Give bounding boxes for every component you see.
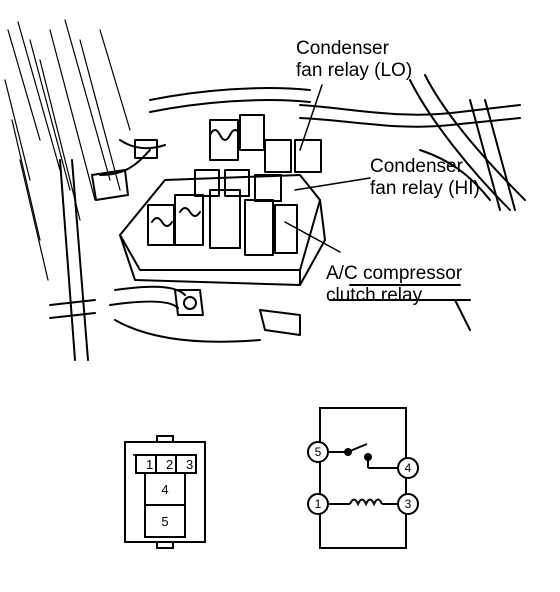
pin-5-label: 5 <box>315 445 322 459</box>
connector-cell-3: 3 <box>186 457 193 472</box>
leader-condenser-hi <box>294 177 371 191</box>
label-condenser-lo: Condenser fan relay (LO) <box>296 38 413 81</box>
connector-cell-4: 4 <box>161 482 168 497</box>
pin-3-circle <box>397 493 419 515</box>
label-ac-clutch: A/C compressor clutch relay <box>326 263 463 306</box>
leader-ac-clutch <box>284 221 341 253</box>
relay-schematic: 5 4 1 3 <box>307 407 419 549</box>
pin-5-circle <box>307 441 329 463</box>
relay-connector: 1 2 3 4 5 <box>124 435 206 549</box>
coil-icon <box>349 498 383 507</box>
left-pipe <box>59 159 76 361</box>
connector-cell-2: 2 <box>166 457 173 472</box>
pin-3-label: 3 <box>405 497 412 511</box>
connector-cell-5: 5 <box>161 514 168 529</box>
connector-cell-1: 1 <box>146 457 153 472</box>
pin-4-label: 4 <box>405 461 412 475</box>
pin-4-circle <box>397 457 419 479</box>
leader-condenser-lo <box>299 84 323 151</box>
left-panel-hatching <box>4 19 131 281</box>
pin-1-label: 1 <box>315 497 322 511</box>
pin-1-circle <box>307 493 329 515</box>
label-condenser-hi: Condenser fan relay (HI) <box>370 156 480 199</box>
